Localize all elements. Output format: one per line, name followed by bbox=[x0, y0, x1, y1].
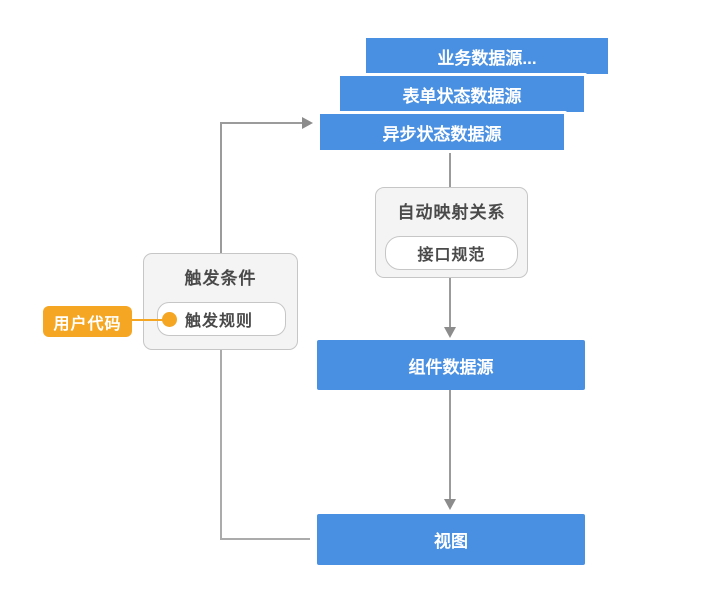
trigger-rule-label: 触发规则 bbox=[185, 313, 254, 330]
trigger-condition-panel: 触发条件 触发规则 bbox=[143, 253, 298, 350]
business-datasource-label: 业务数据源... bbox=[437, 48, 537, 68]
form-state-datasource-label: 表单状态数据源 bbox=[402, 86, 522, 106]
connector-mapping-to-component bbox=[449, 278, 451, 329]
connector-async-to-mapping bbox=[449, 152, 451, 188]
auto-mapping-title: 自动映射关系 bbox=[397, 203, 506, 222]
auto-mapping-panel: 自动映射关系 接口规范 bbox=[375, 187, 528, 278]
interface-spec-box: 接口规范 bbox=[385, 236, 518, 270]
connector-user-code-to-rule bbox=[132, 319, 164, 321]
connector-trigger-top-vertical bbox=[220, 122, 222, 253]
view-label: 视图 bbox=[434, 532, 468, 551]
connector-component-to-view bbox=[449, 390, 451, 500]
arrow-right-icon bbox=[302, 117, 313, 129]
connector-trigger-bottom-vertical bbox=[220, 350, 222, 540]
connector-trigger-to-async bbox=[220, 122, 302, 124]
async-state-datasource-box: 异步状态数据源 bbox=[317, 111, 567, 153]
arrow-down-icon bbox=[444, 327, 456, 338]
form-state-datasource-box: 表单状态数据源 bbox=[337, 73, 587, 115]
view-box: 视图 bbox=[317, 514, 585, 565]
trigger-rule-dot-icon bbox=[162, 311, 177, 327]
connector-trigger-to-view bbox=[220, 538, 310, 540]
user-code-text: 用户代码 bbox=[53, 315, 122, 333]
component-datasource-box: 组件数据源 bbox=[317, 340, 585, 390]
component-datasource-label: 组件数据源 bbox=[408, 357, 494, 377]
trigger-rule-box: 触发规则 bbox=[157, 302, 286, 336]
interface-spec-label: 接口规范 bbox=[417, 247, 486, 264]
user-code-label: 用户代码 bbox=[43, 306, 132, 337]
arrow-down-icon bbox=[444, 499, 456, 510]
trigger-condition-title: 触发条件 bbox=[184, 269, 257, 288]
async-state-datasource-label: 异步状态数据源 bbox=[382, 124, 502, 144]
business-datasource-box: 业务数据源... bbox=[363, 35, 611, 77]
